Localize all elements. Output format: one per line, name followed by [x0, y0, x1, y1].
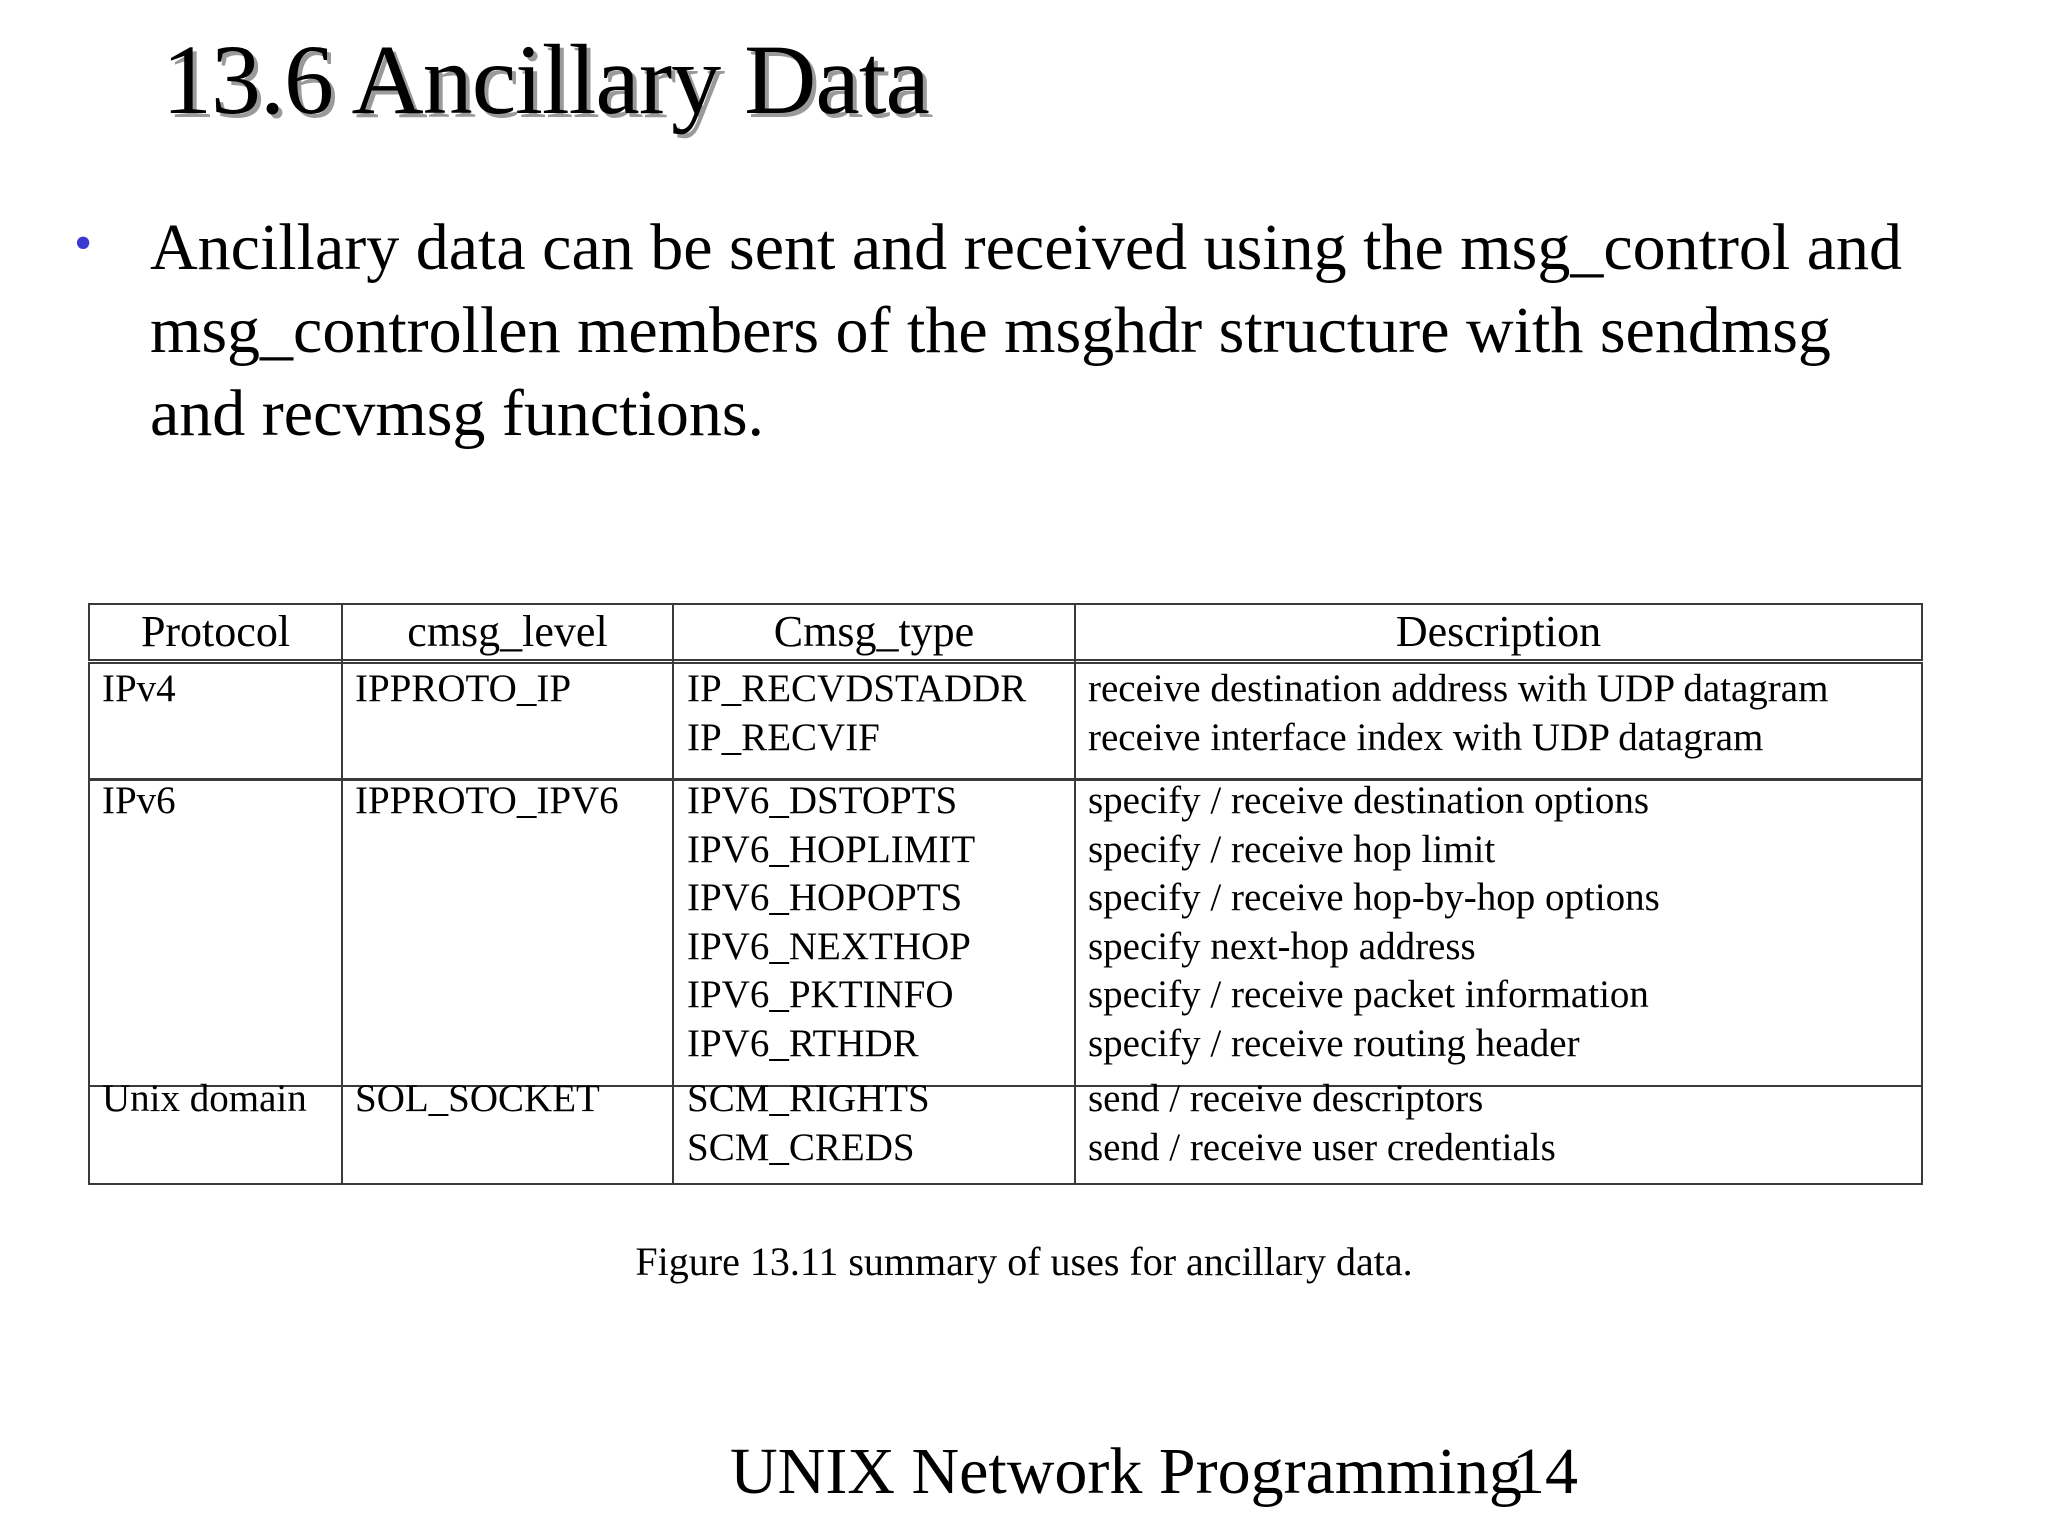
- bullet-dot-icon: •: [74, 215, 93, 272]
- cmsg-type-entry: IP_RECVDSTADDR: [687, 667, 1027, 710]
- column-header-cmsg-level: cmsg_level: [407, 607, 608, 656]
- cell-cmsg-level: IPPROTO_IPV6: [355, 779, 619, 822]
- column-divider: [1074, 603, 1076, 1185]
- description-entry: specify / receive packet information: [1088, 973, 1649, 1016]
- cmsg-type-entry: IPV6_HOPLIMIT: [687, 827, 976, 871]
- cmsg-type-entry: IPV6_NEXTHOP: [687, 924, 971, 968]
- description-entry: specify next-hop address: [1088, 924, 1476, 968]
- ancillary-data-table: Protocol cmsg_level Cmsg_type Descriptio…: [88, 603, 1923, 1185]
- description-entry: specify / receive destination options: [1088, 779, 1650, 822]
- footer-text: UNIX Network Programming: [730, 1435, 1522, 1508]
- cell-descriptions: receive destination address with UDP dat…: [1088, 665, 1828, 762]
- column-header-cmsg-type: Cmsg_type: [773, 607, 975, 656]
- description-entry: specify / receive hop limit: [1088, 827, 1496, 871]
- description-entry: specify / receive routing header: [1088, 1021, 1580, 1065]
- cmsg-type-entry: IP_RECVIF: [687, 715, 880, 759]
- cell-descriptions: specify / receive destination options sp…: [1088, 777, 1660, 1068]
- cell-cmsg-types: SCM_RIGHTS SCM_CREDS: [687, 1075, 930, 1172]
- description-entry: receive interface index with UDP datagra…: [1088, 715, 1764, 759]
- description-entry: specify / receive hop-by-hop options: [1088, 876, 1660, 919]
- page-number: 14: [1512, 1435, 1578, 1508]
- column-divider: [341, 603, 343, 1185]
- cmsg-type-entry: SCM_RIGHTS: [687, 1077, 930, 1120]
- table-row-frame-ipv6: [88, 779, 1923, 1134]
- cell-cmsg-types: IP_RECVDSTADDR IP_RECVIF: [687, 665, 1026, 762]
- cell-protocol: IPv4: [102, 667, 176, 710]
- slide-title: 13.6 Ancillary Data: [162, 24, 930, 135]
- cell-descriptions: send / receive descriptors send / receiv…: [1088, 1075, 1556, 1172]
- cell-protocol: IPv6: [102, 779, 176, 822]
- cmsg-type-entry: IPV6_DSTOPTS: [687, 779, 958, 822]
- cmsg-type-entry: IPV6_PKTINFO: [687, 973, 954, 1016]
- column-divider: [672, 603, 674, 1185]
- column-header-description: Description: [1395, 607, 1602, 656]
- description-entry: send / receive user credentials: [1088, 1125, 1556, 1169]
- table-header-frame: [88, 603, 1923, 661]
- description-entry: send / receive descriptors: [1088, 1077, 1484, 1120]
- cell-cmsg-types: IPV6_DSTOPTS IPV6_HOPLIMIT IPV6_HOPOPTS …: [687, 777, 975, 1068]
- bullet-text: Ancillary data can be sent and received …: [150, 211, 1903, 450]
- cell-cmsg-level: SOL_SOCKET: [355, 1077, 600, 1120]
- table-row-frame-unix: [88, 1085, 1923, 1185]
- cell-protocol: Unix domain: [102, 1077, 307, 1120]
- cmsg-type-entry: IPV6_RTHDR: [687, 1021, 919, 1065]
- figure-caption: Figure 13.11 summary of uses for ancilla…: [635, 1239, 1413, 1284]
- cmsg-type-entry: SCM_CREDS: [687, 1125, 915, 1169]
- cell-cmsg-level: IPPROTO_IP: [355, 667, 572, 710]
- column-header-protocol: Protocol: [140, 607, 291, 656]
- description-entry: receive destination address with UDP dat…: [1088, 667, 1829, 710]
- cmsg-type-entry: IPV6_HOPOPTS: [687, 876, 963, 919]
